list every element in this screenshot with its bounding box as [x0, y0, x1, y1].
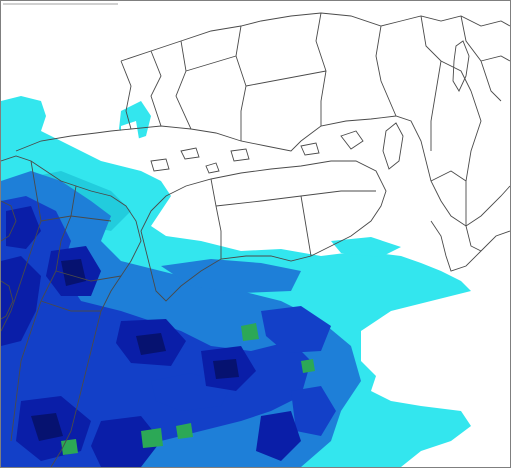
- precip-medium-patch: [291, 386, 336, 436]
- prefecture-border: [300, 195, 312, 257]
- prefecture-border: [120, 60, 132, 130]
- coastline: [430, 220, 510, 272]
- precip-intense-cell: [141, 428, 163, 448]
- precip-heavy-patch: [256, 411, 301, 461]
- coastline: [120, 12, 510, 62]
- island-outline: [340, 130, 364, 150]
- precip-intense-cell: [61, 439, 78, 455]
- precip-very-heavy-patch: [136, 333, 166, 355]
- coastline: [1, 155, 142, 467]
- map-header-strip: [3, 3, 118, 5]
- island-outline: [205, 162, 220, 174]
- prefecture-border: [185, 55, 237, 72]
- coastline: [1, 200, 17, 242]
- prefecture-border: [430, 60, 442, 151]
- prefecture-border: [430, 170, 467, 182]
- prefecture-border: [215, 190, 376, 207]
- prefecture-border: [55, 270, 122, 282]
- island-outline: [150, 158, 170, 172]
- precip-intense-cell: [301, 359, 315, 373]
- prefecture-border: [375, 25, 397, 117]
- coastline: [140, 160, 387, 302]
- prefecture-border: [40, 300, 101, 312]
- prefecture-border: [210, 178, 222, 259]
- boundary-lines: [1, 12, 510, 467]
- lake-outline: [452, 40, 470, 92]
- prefecture-border: [150, 50, 162, 127]
- precip-gap: [361, 321, 431, 381]
- precip-light-patch: [331, 237, 401, 257]
- prefecture-border: [1, 160, 42, 332]
- prefecture-border: [245, 70, 327, 87]
- island-outline: [230, 148, 250, 162]
- precip-heavy-patch: [91, 416, 161, 467]
- precip-very-heavy-patch: [61, 259, 86, 286]
- island-outline: [300, 142, 320, 156]
- prefecture-border: [465, 90, 482, 226]
- precip-moderate-patch: [161, 259, 301, 293]
- prefecture-border: [315, 12, 327, 126]
- prefecture-border: [40, 215, 112, 222]
- precip-very-heavy-patch: [213, 359, 239, 379]
- precip-intense-cell: [241, 323, 259, 341]
- island-outline: [180, 147, 200, 160]
- prefecture-border: [480, 55, 510, 62]
- precip-heavy-area: [1, 256, 41, 346]
- coastline: [1, 280, 14, 320]
- precip-medium-patch: [261, 306, 331, 353]
- prefecture-border: [460, 15, 502, 102]
- precip-intense-cell: [176, 423, 193, 439]
- precip-very-heavy-patch: [31, 413, 63, 441]
- prefecture-border: [465, 225, 482, 252]
- island-outline: [382, 122, 404, 170]
- prefecture-border: [235, 25, 247, 141]
- prefecture-border: [175, 40, 192, 130]
